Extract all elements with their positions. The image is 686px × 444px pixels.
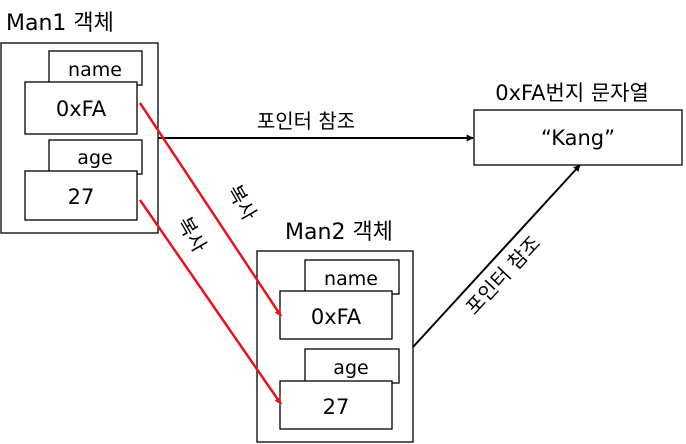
man1-age-value: 27 [68, 185, 95, 209]
string-box [473, 109, 683, 166]
man1-title: Man1 객체 [6, 11, 114, 36]
man1-name-value-box [24, 81, 138, 135]
man2-pointer-arrow [412, 164, 581, 348]
string-title: 0xFA번지 문자열 [495, 81, 649, 105]
man2-pointer-label: 포인터 참조 [461, 231, 546, 319]
man2-age-label-box [304, 348, 400, 384]
man2-name-label: name [324, 268, 378, 290]
man2-age-value-box [279, 380, 393, 430]
man2-pointer-edge: 포인터 참조 [412, 164, 581, 348]
man1-age-value-box [24, 170, 138, 221]
man2-name-value: 0xFA [311, 305, 362, 329]
man2-object: Man2 객체 name 0xFA age 27 [256, 220, 414, 443]
copy-label-1: 복사 [222, 181, 261, 225]
man1-object: Man1 객체 name 0xFA age 27 [0, 11, 159, 234]
copy-arrow-name [138, 102, 283, 317]
man1-age-label: age [77, 147, 112, 169]
man1-pointer-label: 포인터 참조 [257, 109, 355, 133]
string-value: “Kang” [541, 126, 615, 150]
man2-title: Man2 객체 [285, 220, 393, 245]
man2-age-label: age [333, 357, 368, 379]
man1-name-value: 0xFA [56, 97, 107, 121]
string-object: 0xFA번지 문자열 “Kang” [473, 81, 683, 166]
man1-age-label-box [48, 139, 143, 175]
copy-arrow-age [138, 199, 283, 405]
copy-label-2: 복사 [172, 213, 211, 257]
man1-name-label: name [68, 59, 122, 81]
man1-pointer-edge: 포인터 참조 [158, 109, 474, 142]
man2-age-value: 27 [323, 395, 350, 419]
man1-name-label-box [48, 50, 143, 86]
man2-name-label-box [304, 259, 400, 295]
